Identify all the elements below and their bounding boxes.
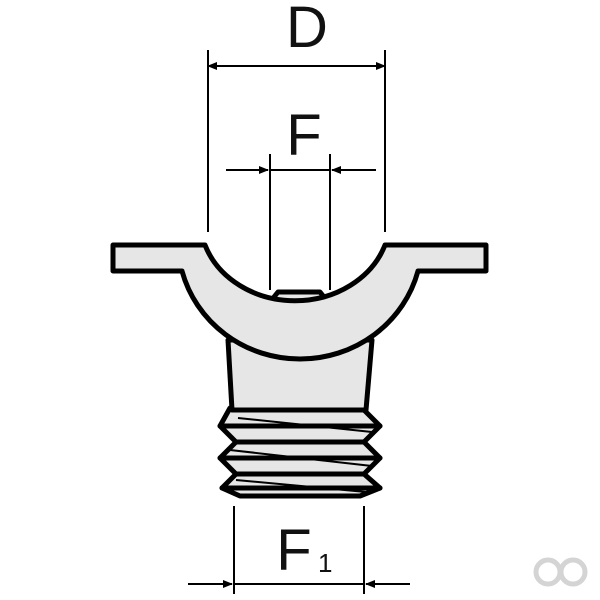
cup-flange [110,242,489,362]
grease-nipple-part [110,242,489,499]
label-f: F [286,103,321,168]
infinity-logo-icon [533,557,588,587]
label-f1: F [276,518,311,583]
label-d: D [286,0,328,60]
threaded-shank [217,405,383,499]
dimension-f1 [188,506,410,594]
label-f1-subscript: 1 [318,548,332,578]
dimension-f [226,154,376,290]
dimension-d [207,50,386,232]
